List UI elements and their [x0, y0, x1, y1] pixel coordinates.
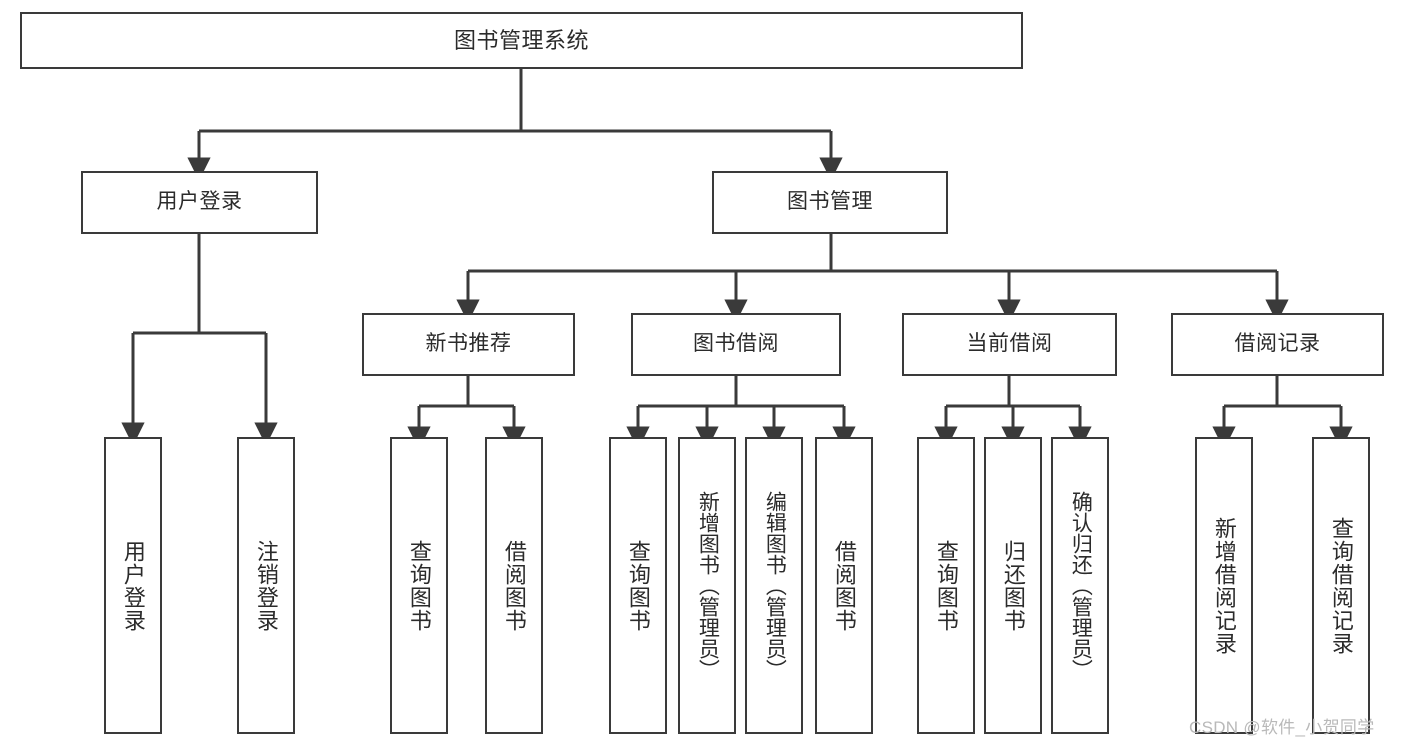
node-current-borrow[interactable]: 当前借阅 — [902, 313, 1117, 376]
node-leaf-confirm-return[interactable]: 确认归还（管理员） — [1051, 437, 1109, 734]
node-leaf-add-borrow-record[interactable]: 新增借阅记录 — [1195, 437, 1253, 734]
node-leaf-query-book-recommend[interactable]: 查询图书 — [390, 437, 448, 734]
node-label: 图书管理系统 — [453, 27, 589, 53]
node-leaf-user-login[interactable]: 用户登录 — [104, 437, 162, 734]
csdn-watermark: CSDN @软件_小贺同学 — [1189, 718, 1375, 737]
node-new-book-recommend[interactable]: 新书推荐 — [362, 313, 575, 376]
node-user-login[interactable]: 用户登录 — [81, 171, 318, 234]
node-borrow-record[interactable]: 借阅记录 — [1171, 313, 1384, 376]
node-label: 查询图书 — [625, 539, 651, 632]
node-leaf-borrow-book-recommend[interactable]: 借阅图书 — [485, 437, 543, 734]
node-leaf-add-book[interactable]: 新增图书（管理员） — [678, 437, 736, 734]
node-leaf-query-book-borrow[interactable]: 查询图书 — [609, 437, 667, 734]
node-label: 新增图书（管理员） — [696, 491, 720, 680]
node-label: 新增借阅记录 — [1211, 516, 1237, 655]
node-label: 查询图书 — [933, 539, 959, 632]
node-label: 借阅图书 — [501, 539, 527, 632]
node-leaf-borrow-book[interactable]: 借阅图书 — [815, 437, 873, 734]
node-leaf-query-borrow-record[interactable]: 查询借阅记录 — [1312, 437, 1370, 734]
node-label: 借阅图书 — [831, 539, 857, 632]
node-label: 图书借阅 — [693, 332, 779, 356]
node-label: 用户登录 — [120, 539, 146, 632]
node-label: 注销登录 — [253, 539, 279, 632]
node-book-borrow[interactable]: 图书借阅 — [631, 313, 841, 376]
node-label: 用户登录 — [156, 190, 243, 214]
node-leaf-return-book[interactable]: 归还图书 — [984, 437, 1042, 734]
node-label: 确认归还（管理员） — [1069, 491, 1093, 680]
node-label: 借阅记录 — [1234, 332, 1321, 356]
node-label: 新书推荐 — [425, 332, 512, 356]
node-label: 查询借阅记录 — [1328, 516, 1354, 655]
node-label: 归还图书 — [1000, 539, 1026, 632]
node-leaf-user-logout[interactable]: 注销登录 — [237, 437, 295, 734]
node-leaf-query-book-current[interactable]: 查询图书 — [917, 437, 975, 734]
node-leaf-edit-book[interactable]: 编辑图书（管理员） — [745, 437, 803, 734]
node-root-system[interactable]: 图书管理系统 — [20, 12, 1023, 69]
node-label: 图书管理 — [787, 190, 873, 214]
node-label: 编辑图书（管理员） — [763, 491, 787, 680]
node-book-manage[interactable]: 图书管理 — [712, 171, 948, 234]
node-label: 当前借阅 — [966, 332, 1053, 356]
node-label: 查询图书 — [406, 539, 432, 632]
